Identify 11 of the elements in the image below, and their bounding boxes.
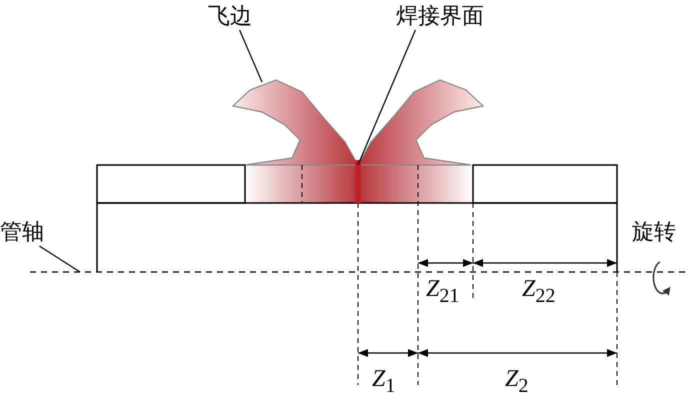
rotation-label: 旋转 bbox=[632, 222, 676, 244]
leader-line bbox=[39, 246, 80, 272]
weld-interface bbox=[355, 160, 361, 203]
part-label: 管轴 bbox=[0, 222, 44, 244]
part-label: 飞边 bbox=[208, 6, 252, 28]
dimension-label: Z$_{1}$ bbox=[372, 367, 396, 396]
dimension-label: Z$_{21}$ bbox=[426, 277, 460, 306]
leader-line bbox=[239, 30, 263, 82]
part-label: 焊接界面 bbox=[396, 6, 484, 28]
dimension-label: Z$_{2}$ bbox=[505, 367, 528, 396]
dimension-label: Z$_{22}$ bbox=[522, 277, 556, 306]
